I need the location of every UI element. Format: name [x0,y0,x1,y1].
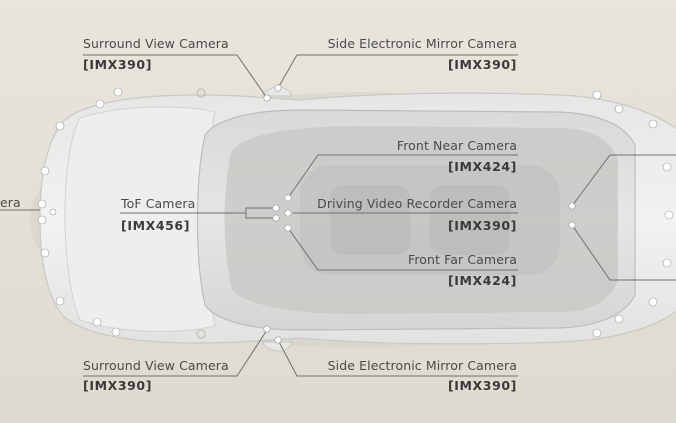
side-mirror-camera-top-label: Side Electronic Mirror Camera [327,36,517,51]
left-partial-camera-label: era [0,195,21,210]
leader-side-mirror-bottom [277,339,518,377]
sensor-dot [40,248,50,258]
leader-surround-top [83,54,268,99]
sensor-dot [284,209,292,217]
sensor-dot [272,204,280,212]
leader-tof-b [245,213,276,219]
leader-front-near [287,154,518,199]
leader-rear-bottom [571,224,676,281]
sensor-dot [592,328,602,338]
sensor-dot [272,214,280,222]
sensor-dot [55,296,65,306]
mirror-bottom [261,341,293,352]
seat-shade [330,185,410,255]
sensor-dot [568,221,576,229]
sensor-dot [274,336,282,344]
surround-view-camera-top-model: [IMX390] [83,57,153,72]
sensor-dot [662,162,672,172]
surround-view-camera-bottom-label: Surround View Camera [83,358,229,373]
sensor-dot [648,297,658,307]
surround-view-camera-bottom-model: [IMX390] [83,378,153,393]
sensor-dot [37,199,47,209]
sensor-dot [592,90,602,100]
side-mirror-camera-top-model: [IMX390] [447,57,517,72]
driving-video-recorder-camera-label: Driving Video Recorder Camera [317,196,517,211]
sensor-dots [37,84,674,344]
leader-lines [0,54,676,377]
sensor-dot [37,215,47,225]
surround-view-camera-top-label: Surround View Camera [83,36,229,51]
sensor-dot [648,119,658,129]
sensor-dot [664,210,674,220]
sensor-dot [111,327,121,337]
front-far-camera-label: Front Far Camera [407,252,517,267]
sensor-dot [284,194,292,202]
sensor-dot [274,84,282,92]
sensor-dot [614,104,624,114]
sensor-dot [55,121,65,131]
leader-side-mirror-top [277,54,518,89]
wheel-marker [196,329,206,339]
tof-camera-label: ToF Camera [121,196,196,211]
tof-camera-model: [IMX456] [121,218,191,233]
sensor-dot [263,94,271,102]
wheel-marker [196,88,206,98]
front-far-camera-model: [IMX424] [447,273,517,288]
interior-shade [300,165,560,275]
sensor-dot [662,258,672,268]
seat-shade [430,185,510,255]
car-top-view [30,86,676,352]
sensor-dot [49,208,57,216]
side-mirror-camera-bottom-model: [IMX390] [447,378,517,393]
sensor-dot [568,202,576,210]
leader-tof-a [120,207,276,214]
hood [64,106,216,332]
sensor-dot [113,87,123,97]
side-mirror-camera-bottom-label: Side Electronic Mirror Camera [327,358,517,373]
sensor-dot [92,317,102,327]
leader-rear-top [571,154,676,207]
sensor-dot [95,99,105,109]
sensor-dot [284,224,292,232]
front-near-camera-label: Front Near Camera [396,138,517,153]
sensor-dot [263,325,271,333]
sensor-dot [614,314,624,324]
leader-surround-bottom [83,329,268,377]
driving-video-recorder-camera-model: [IMX390] [447,218,517,233]
front-near-camera-model: [IMX424] [447,159,517,174]
leader-front-far [287,227,518,271]
sensor-dot [40,166,50,176]
glass-roof [224,126,618,314]
